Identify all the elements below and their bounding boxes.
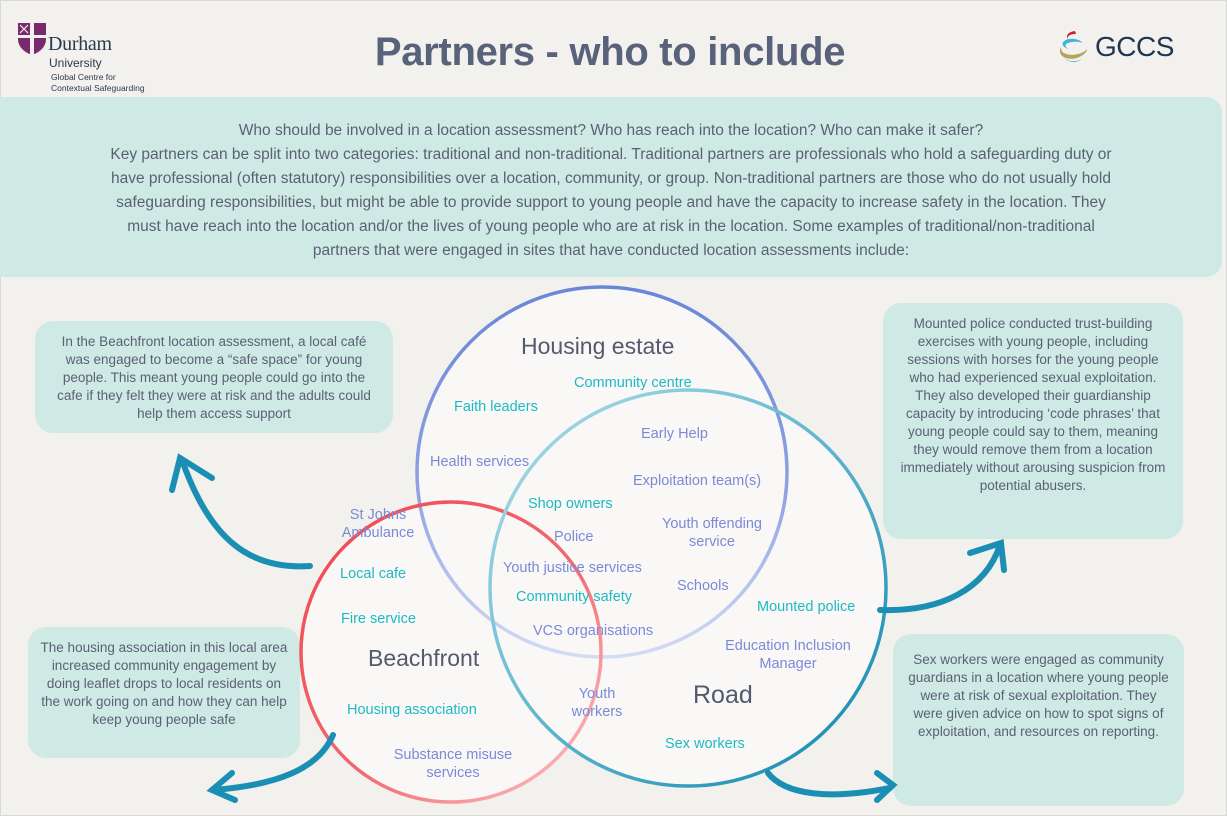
durham-university-logo: Durham University Global Centre for Cont… (17, 20, 177, 96)
arrow-to-sex-workers-callout (765, 770, 898, 803)
gccs-globe-icon (1059, 31, 1087, 62)
intro-line: Key partners can be split into two categ… (110, 146, 1112, 163)
partner-label: Housing association (347, 702, 477, 718)
partner-label: VCS organisations (533, 623, 654, 639)
partner-label: St Johns Ambulance (341, 507, 415, 541)
intro-line: must have reach into the location and/or… (127, 218, 1095, 235)
partner-label: Education Inclusion Manager (725, 638, 851, 672)
partner-label: Fire service (341, 611, 416, 627)
intro-line: partners that were engaged in sites that… (312, 242, 910, 259)
partner-label: Exploitation team(s) (633, 473, 762, 489)
intro-line: safeguarding responsibilities, but might… (116, 194, 1106, 211)
arrow-to-mounted-police-callout (877, 539, 1007, 614)
durham-name: Durham (48, 33, 112, 55)
page-title: Partners - who to include (374, 30, 846, 74)
intro-line: have professional (often statutory) resp… (111, 170, 1111, 187)
partner-label: Faith leaders (454, 399, 538, 415)
durham-tagline: Global Centre for Contextual Safeguardin… (51, 72, 145, 94)
intro-panel: Who should be involved in a location ass… (0, 97, 1222, 277)
callout-local-cafe-text: In the Beachfront location assessment, a… (57, 334, 371, 421)
partner-label: Sex workers (665, 736, 745, 752)
region-title-housing-estate: Housing estate (521, 333, 675, 359)
arrow-to-local-cafe-callout (169, 453, 313, 570)
callout-housing-association-text: The housing association in this local ar… (40, 640, 288, 727)
durham-shield-icon (18, 23, 46, 55)
partner-label: Shop owners (528, 496, 613, 512)
partner-label: Youth offending service (662, 516, 762, 550)
durham-university-label: University (49, 56, 102, 70)
partner-label: Local cafe (340, 566, 407, 582)
callout-sex-workers: Sex workers were engaged as community gu… (893, 634, 1184, 806)
partner-label: Youth workers (571, 686, 623, 720)
gccs-wordmark: GCCS (1095, 31, 1174, 62)
intro-line: Who should be involved in a location ass… (238, 122, 984, 139)
callout-local-cafe: In the Beachfront location assessment, a… (35, 321, 393, 433)
partner-label: Police (554, 529, 594, 545)
gccs-logo: GCCS (1055, 25, 1195, 69)
partner-label: Health services (430, 454, 530, 470)
partner-label: Community centre (574, 375, 692, 391)
callout-sex-workers-text: Sex workers were engaged as community gu… (908, 652, 1169, 739)
callout-housing-association: The housing association in this local ar… (28, 627, 300, 758)
region-title-beachfront: Beachfront (368, 645, 480, 671)
partner-label: Schools (677, 578, 729, 594)
region-title-road: Road (693, 681, 753, 709)
callout-mounted-police: Mounted police conducted trust-building … (883, 303, 1183, 539)
callout-mounted-police-text: Mounted police conducted trust-building … (900, 316, 1166, 493)
partner-label: Community safety (516, 589, 633, 605)
durham-tagline-line1: Global Centre for (51, 72, 116, 82)
partner-label: Substance misuse services (393, 747, 513, 781)
partner-label: Youth justice services (503, 560, 642, 576)
partner-label: Mounted police (757, 599, 856, 615)
partner-label: Early Help (641, 426, 708, 442)
durham-tagline-line2: Contextual Safeguarding (51, 83, 145, 93)
